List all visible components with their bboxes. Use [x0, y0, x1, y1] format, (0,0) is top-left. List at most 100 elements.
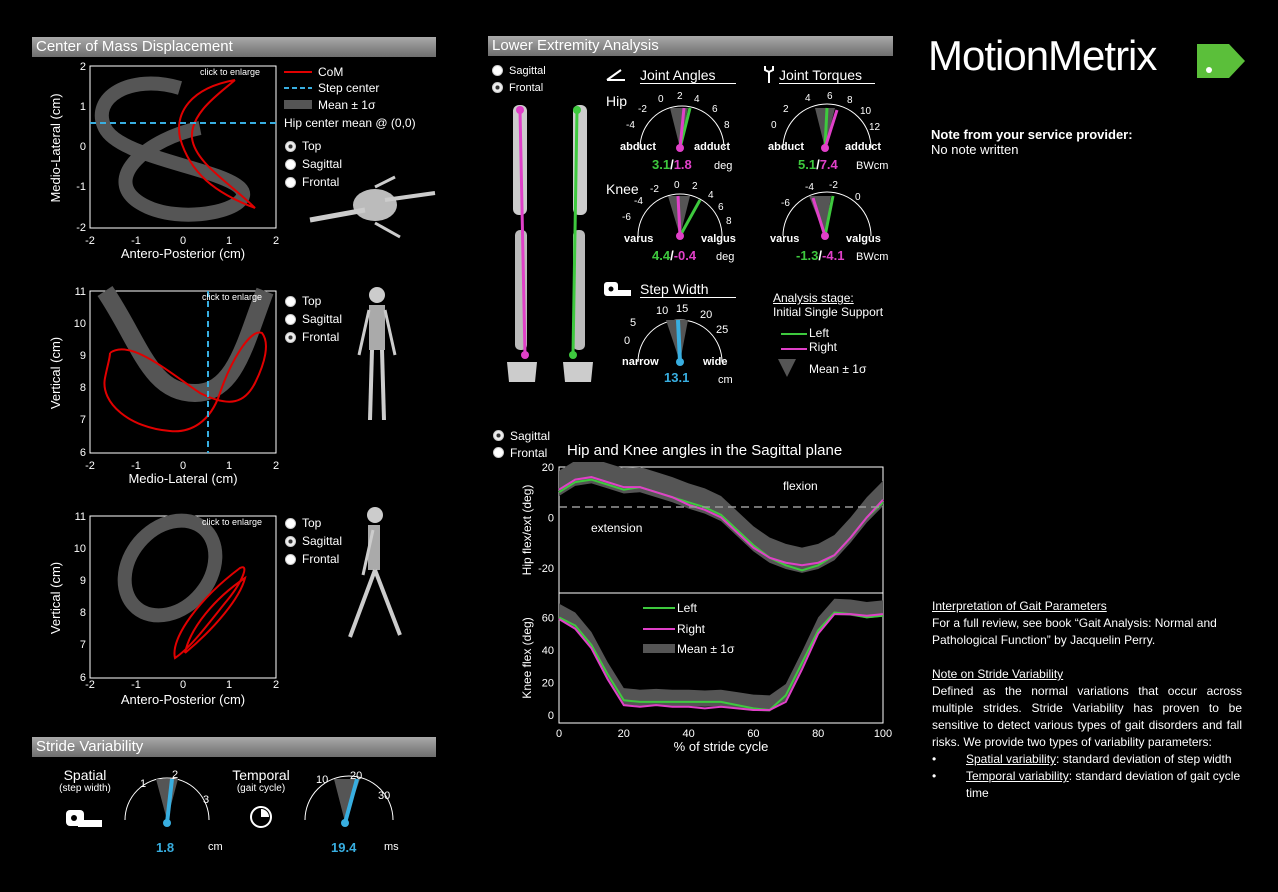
y-tick-label: 20 — [542, 462, 554, 474]
hip-torque-values: 5.1/7.4 — [798, 157, 838, 172]
svg-text:6: 6 — [80, 672, 86, 684]
narrow-label: narrow — [622, 356, 659, 368]
valgus-label: valgus — [701, 233, 736, 245]
x-tick-label: 80 — [812, 728, 824, 740]
svg-text:12: 12 — [869, 122, 881, 133]
bullet-spatial: • Spatial variability: standard deviatio… — [932, 752, 1232, 766]
svg-text:20: 20 — [700, 309, 712, 321]
x-tick-label: 60 — [747, 728, 759, 740]
com-sagittal-plot[interactable]: click to enlarge -2 -1 0 1 2 11 10 9 8 7… — [30, 508, 290, 718]
x-axis-label: % of stride cycle — [674, 739, 769, 754]
y-tick-label: 60 — [542, 612, 554, 624]
view-sagittal-radio[interactable]: Sagittal — [285, 310, 342, 328]
svg-text:6: 6 — [718, 202, 724, 213]
svg-text:-4: -4 — [626, 120, 635, 131]
tick: 1 — [226, 235, 232, 247]
step-width-unit: cm — [718, 374, 733, 386]
valgus-label: valgus — [846, 233, 881, 245]
view-frontal-radio[interactable]: Frontal — [285, 328, 342, 346]
svg-text:2: 2 — [783, 104, 789, 115]
enlarge-label[interactable]: click to enlarge — [202, 517, 262, 527]
lea-view-radio: Sagittal Frontal — [492, 62, 546, 96]
view-frontal-radio[interactable]: Frontal — [285, 173, 342, 191]
svg-text:0: 0 — [855, 192, 861, 203]
joint-torques-title: Joint Torques — [779, 67, 875, 84]
legend-mean: Mean ± 1σ — [318, 98, 376, 112]
svg-text:-6: -6 — [781, 198, 790, 209]
legend-right: Right — [677, 622, 706, 636]
svg-text:2: 2 — [677, 91, 683, 102]
note-body: No note written — [931, 142, 1019, 157]
legend-hip-center: Hip center mean @ (0,0) — [284, 116, 416, 130]
svg-text:10: 10 — [860, 106, 872, 117]
wrench-icon — [764, 66, 774, 83]
tick: -1 — [76, 181, 86, 193]
svg-text:15: 15 — [676, 303, 688, 315]
lea-sagittal-radio[interactable]: Sagittal — [492, 62, 546, 79]
com-sagittal-view-radio: Top Sagittal Frontal — [285, 514, 342, 568]
svg-text:2: 2 — [692, 181, 698, 192]
x-tick-label: 100 — [874, 728, 892, 740]
stopwatch-icon — [250, 806, 272, 828]
skeleton-top-view-image — [309, 175, 436, 239]
knee-torque-values: -1.3/-4.1 — [796, 248, 845, 263]
lea-frontal-radio[interactable]: Frontal — [492, 79, 546, 96]
svg-text:1: 1 — [226, 460, 232, 472]
svg-text:9: 9 — [80, 575, 86, 587]
varus-label: varus — [624, 233, 654, 245]
svg-text:9: 9 — [80, 350, 86, 362]
view-top-radio[interactable]: Top — [285, 514, 342, 532]
deg-unit: deg — [714, 160, 733, 172]
svg-text:-6: -6 — [622, 212, 631, 223]
sag-frontal-radio[interactable]: Frontal — [493, 444, 550, 461]
view-top-radio[interactable]: Top — [285, 292, 342, 310]
svg-text:8: 8 — [80, 607, 86, 619]
view-frontal-radio[interactable]: Frontal — [285, 550, 342, 568]
svg-text:-2: -2 — [829, 180, 838, 191]
y-tick-label: 0 — [548, 512, 554, 524]
svg-text:25: 25 — [716, 324, 728, 336]
knee-y-axis-label: Knee flex (deg) — [520, 617, 534, 698]
deg-unit: deg — [716, 251, 735, 263]
stride-note-title: Note on Stride Variability — [932, 667, 1064, 681]
skeleton-frontal-image — [357, 287, 397, 421]
enlarge-label[interactable]: click to enlarge — [200, 67, 260, 77]
svg-text:10: 10 — [656, 305, 668, 317]
temporal-value: 19.4 — [331, 840, 357, 855]
com-frontal-plot[interactable]: click to enlarge -2 -1 0 1 2 11 10 9 8 7… — [30, 283, 290, 493]
svg-text:0: 0 — [674, 180, 680, 191]
hip-angle-values: 3.1/1.8 — [652, 157, 692, 172]
svg-text:8: 8 — [724, 120, 730, 131]
tick: 2 — [80, 61, 86, 73]
com-frontal-view-radio: Top Sagittal Frontal — [285, 292, 342, 346]
y-tick-label: 20 — [542, 677, 554, 689]
lea-header: Lower Extremity Analysis — [488, 36, 893, 56]
svg-text:4: 4 — [694, 94, 700, 105]
joint-angles-title: Joint Angles — [640, 67, 736, 84]
view-sagittal-radio[interactable]: Sagittal — [285, 532, 342, 550]
abduct-label: abduct — [768, 141, 805, 153]
enlarge-label[interactable]: click to enlarge — [202, 292, 262, 302]
svg-text:-2: -2 — [85, 679, 95, 691]
hip-label: Hip — [606, 93, 628, 109]
legend-right: Right — [809, 340, 838, 354]
sag-sagittal-radio[interactable]: Sagittal — [493, 427, 550, 444]
hip-angle-gauge: -4 -2 0 2 4 6 8 — [626, 91, 730, 152]
view-sagittal-radio[interactable]: Sagittal — [285, 155, 342, 173]
spatial-variability-gauge: 1 2 3 — [124, 769, 210, 827]
svg-text:2: 2 — [172, 769, 178, 781]
sagittal-angles-chart[interactable]: flexion extension Hip flex/ext (deg) Kne… — [505, 462, 895, 762]
x-tick-label: 40 — [682, 728, 694, 740]
svg-text:0: 0 — [658, 94, 664, 105]
view-top-radio[interactable]: Top — [285, 137, 342, 155]
note-title: Note from your service provider: — [931, 127, 1133, 142]
com-header: Center of Mass Displacement — [32, 37, 436, 57]
legend-mean: Mean ± 1σ — [677, 642, 735, 656]
y-axis-label: Medio-Lateral (cm) — [48, 93, 63, 202]
svg-text:4: 4 — [805, 93, 811, 104]
svg-text:4: 4 — [708, 190, 714, 201]
com-top-plot[interactable]: click to enlarge -2 -1 0 1 2 2 1 0 -1 -2… — [30, 58, 450, 268]
spatial-unit: cm — [208, 841, 223, 853]
tick: -2 — [76, 222, 86, 234]
svg-text:2: 2 — [273, 679, 279, 691]
